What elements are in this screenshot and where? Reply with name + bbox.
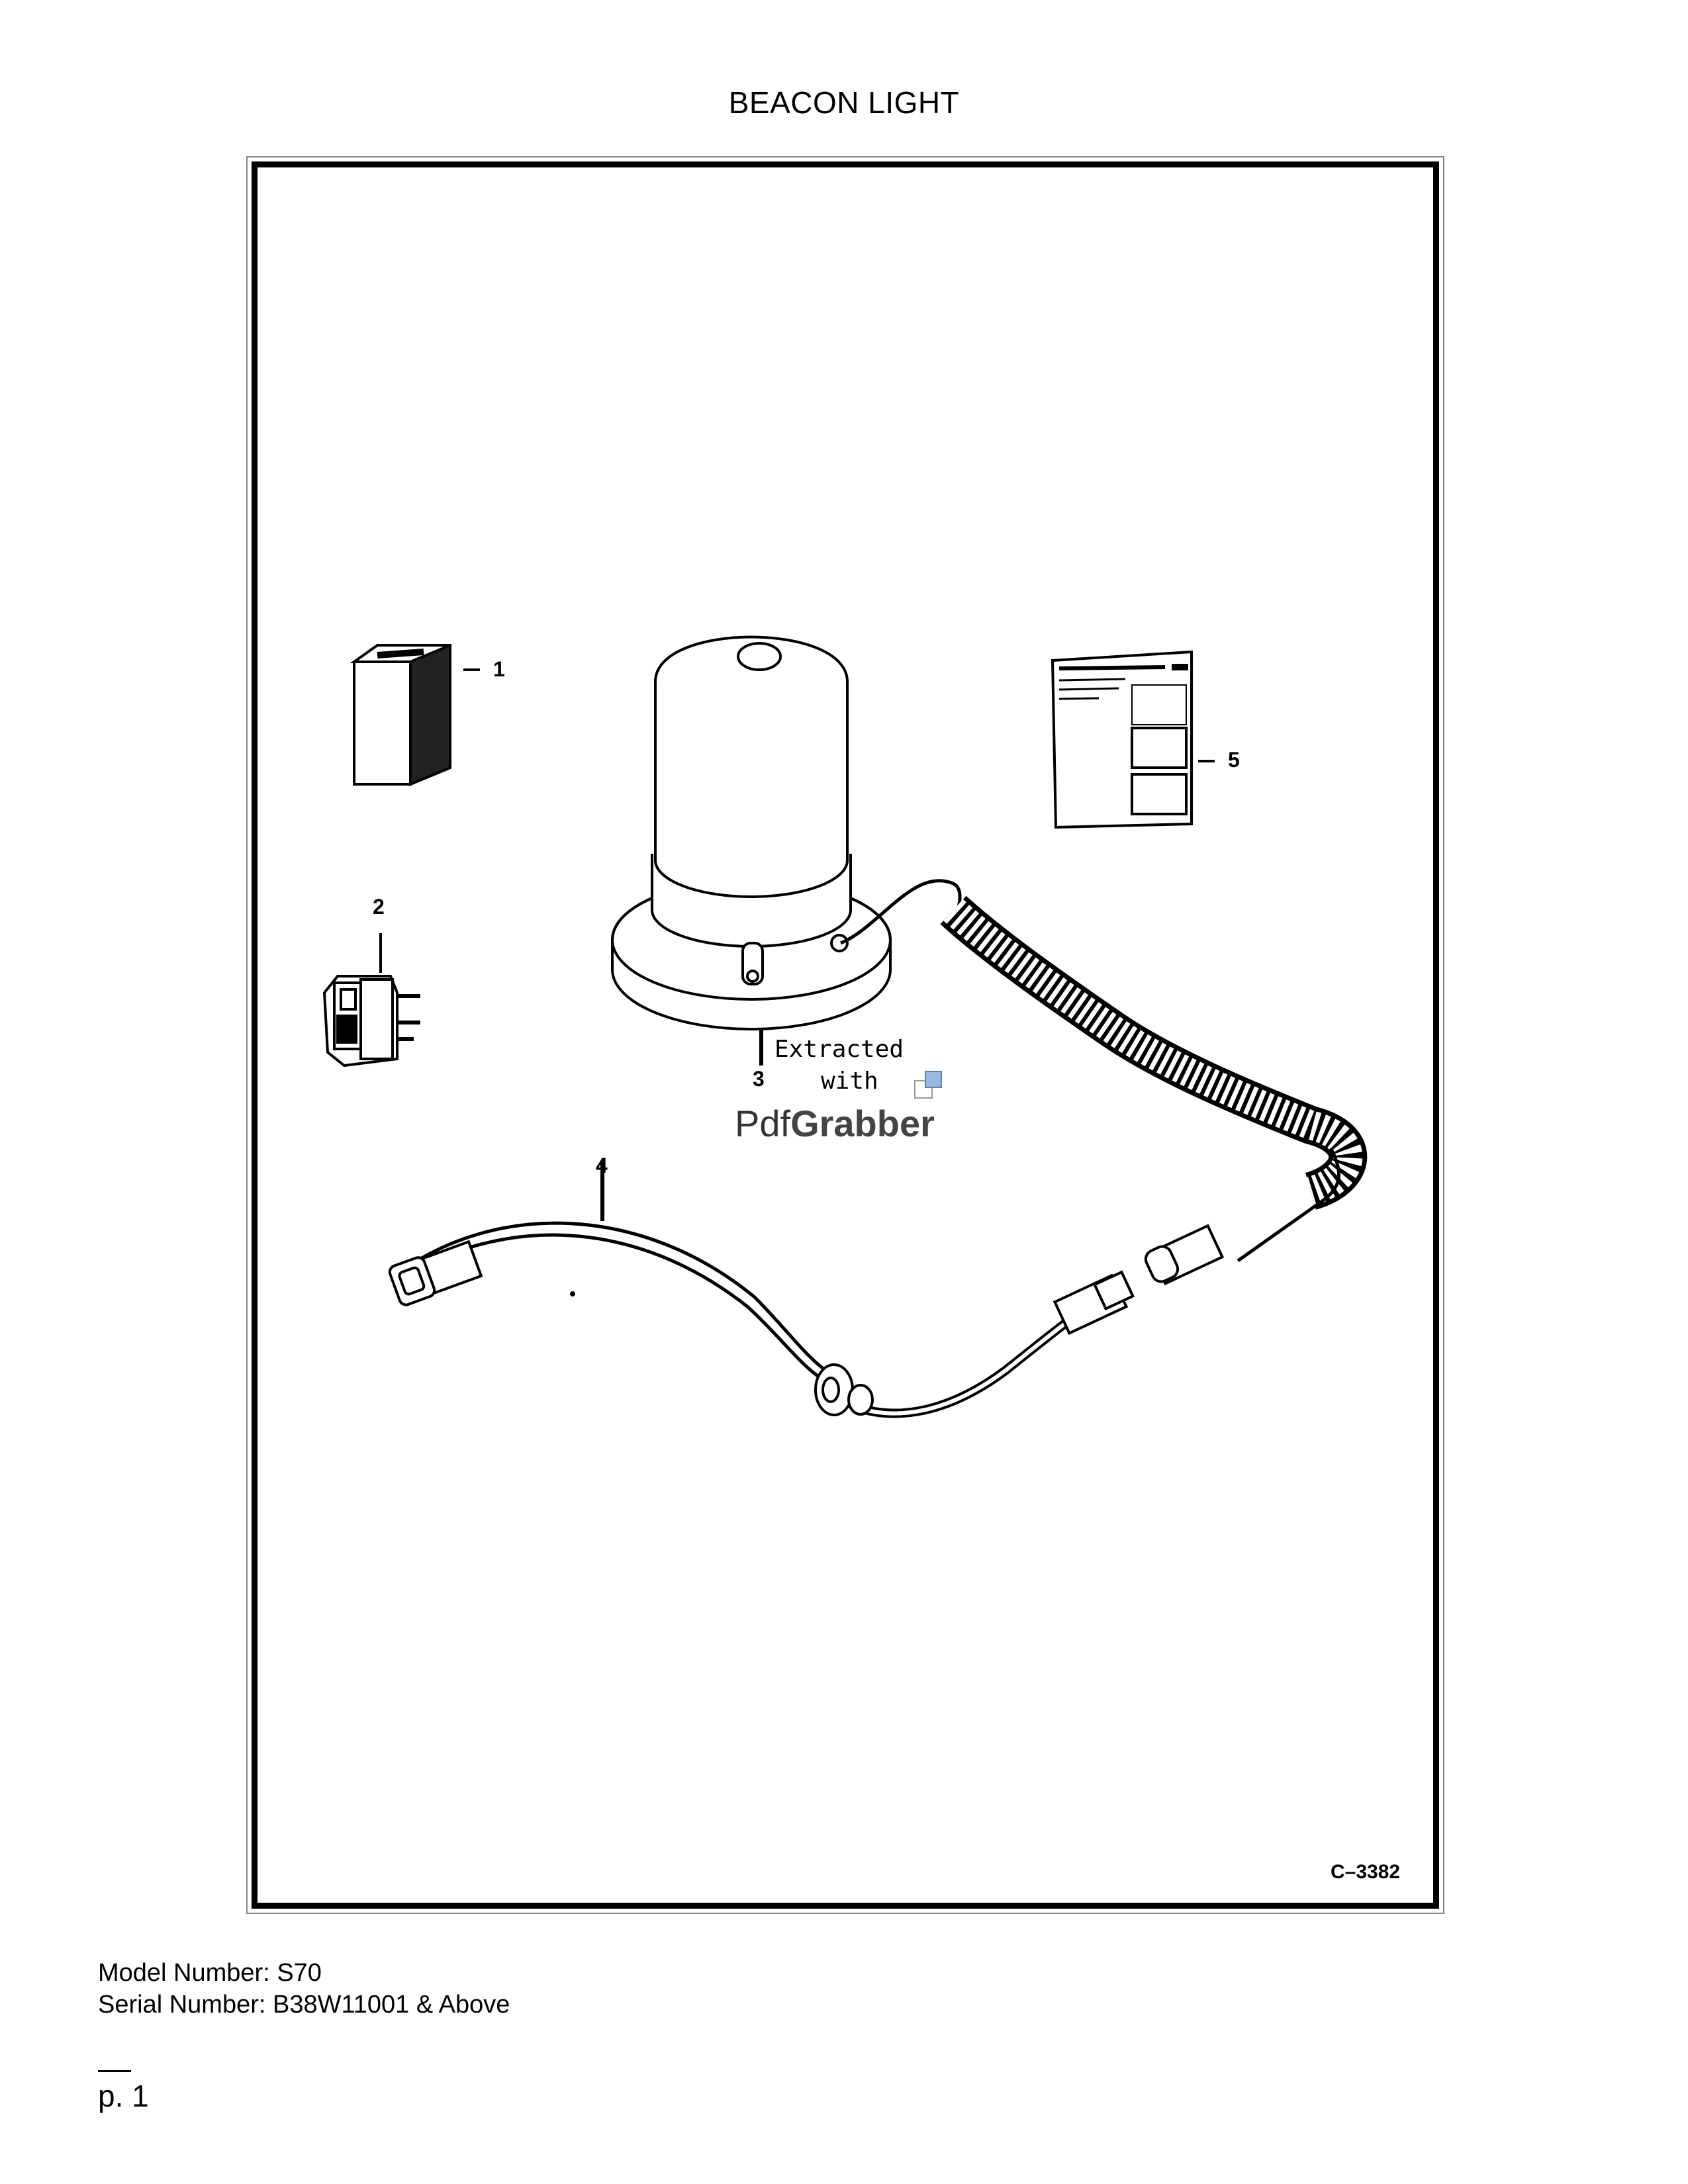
page-number: p. 1 — [98, 2079, 149, 2113]
watermark-brand: PdfGrabber — [735, 1102, 935, 1145]
watermark-brand-bold: Grabber — [790, 1103, 935, 1144]
figure-code: C–3382 — [1331, 1861, 1401, 1883]
watermark-brand-light: Pdf — [735, 1103, 791, 1144]
serial-number: Serial Number: B38W11001 & Above — [98, 1991, 510, 2019]
callout-3: 3 — [753, 1067, 765, 1091]
callout-1: 1 — [493, 657, 505, 681]
callout-5: 5 — [1228, 748, 1240, 772]
part-5-instruction-sheet — [1051, 650, 1215, 829]
figure-frame-outer — [246, 156, 1444, 1914]
callout-2: 2 — [373, 895, 385, 919]
figure-frame — [252, 161, 1439, 1909]
callout-4: 4 — [596, 1154, 608, 1177]
part-1-decal — [350, 644, 480, 786]
part-3-beacon — [611, 635, 892, 1066]
part-2-switch — [322, 933, 420, 1068]
watermark-line-2: with — [821, 1068, 878, 1095]
coiled-cord — [840, 879, 1368, 1263]
model-number: Model Number: S70 — [98, 1959, 322, 1987]
part-4-harness — [388, 1161, 1225, 1418]
watermark-line-1: Extracted — [774, 1036, 904, 1063]
page-number-rule — [98, 2070, 131, 2072]
page-title: BEACON LIGHT — [728, 85, 960, 120]
watermark-logo-icon — [914, 1071, 942, 1099]
